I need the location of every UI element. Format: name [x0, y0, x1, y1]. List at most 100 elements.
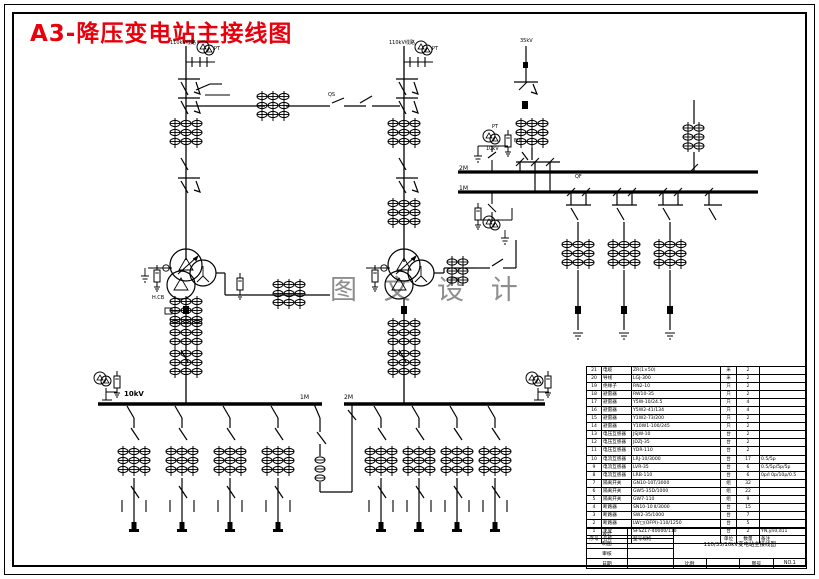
parts-cell-model: Y5W2-41/134: [631, 406, 721, 416]
parts-cell-no: 15: [586, 414, 602, 424]
parts-cell-qty: 2: [736, 446, 760, 456]
parts-cell-name: 电缆: [601, 365, 632, 376]
parts-cell-qty: 15: [736, 502, 760, 512]
sheet-label: 图号: [739, 558, 774, 569]
parts-cell-model: Y1W2-73/200: [631, 414, 721, 424]
parts-cell-name: 避雷器: [601, 414, 632, 424]
title-block-key: 设计: [586, 528, 628, 539]
parts-cell-unit: 台: [720, 454, 737, 464]
parts-cell-model: SW2-35/1000: [631, 510, 721, 520]
scale-value[interactable]: [705, 558, 741, 569]
parts-cell-name: 电压互感器: [601, 446, 632, 456]
svg-text:PT: PT: [214, 46, 221, 52]
parts-cell-qty: 6: [736, 462, 760, 472]
svg-text:QS: QS: [328, 92, 335, 98]
parts-cell-remark: [759, 502, 807, 512]
parts-cell-unit: 只: [720, 390, 737, 400]
parts-cell-model: LRB-110: [631, 470, 721, 480]
parts-cell-qty: 2: [736, 382, 760, 392]
parts-cell-unit: 台: [720, 438, 737, 448]
title-block-value[interactable]: [626, 558, 674, 569]
parts-cell-no: 18: [586, 390, 602, 400]
parts-cell-model: Y10W1-100/245: [631, 422, 721, 432]
parts-cell-model: RW10-35: [631, 390, 721, 400]
parts-cell-remark: [759, 382, 807, 392]
parts-cell-unit: 米: [720, 365, 737, 376]
parts-cell-remark: [759, 422, 807, 432]
parts-cell-unit: 台: [720, 462, 737, 472]
parts-cell-no: 8: [586, 470, 602, 480]
title-block-key: 日期: [586, 558, 628, 569]
parts-cell-no: 2: [586, 518, 602, 528]
parts-cell-unit: 组: [720, 486, 737, 496]
parts-cell-model: LGJ-300: [631, 374, 721, 384]
transformer-2: [366, 240, 517, 380]
parts-cell-unit: 米: [720, 374, 737, 384]
parts-cell-unit: 组: [720, 494, 737, 504]
parts-cell-unit: 台: [720, 502, 737, 512]
page-title: A3-降压变电站主接线图: [30, 21, 293, 47]
parts-cell-name: 隔离开关: [601, 494, 632, 504]
title-block-value[interactable]: [626, 538, 674, 549]
bay-10kv-feeders-left: [118, 405, 294, 532]
bay-35kv-vt-upper: PT FU 10kV: [474, 124, 521, 172]
parts-cell-qty: 5: [736, 518, 760, 528]
parts-cell-remark: [759, 365, 807, 376]
parts-cell-unit: 台: [720, 470, 737, 480]
title-block-key: 制图: [586, 538, 628, 549]
svg-text:1M: 1M: [300, 394, 309, 401]
parts-cell-no: 11: [586, 446, 602, 456]
parts-cell-model: LVR-35: [631, 462, 721, 472]
bay-110kv-line-2: 110kV线路 PT: [388, 39, 439, 262]
parts-cell-remark: [759, 398, 807, 408]
bay-35kv-vt-lower: [474, 192, 513, 245]
title-block-value[interactable]: [626, 528, 674, 539]
parts-cell-no: 17: [586, 398, 602, 408]
parts-cell-remark: [759, 390, 807, 400]
parts-cell-no: 10: [586, 454, 602, 464]
parts-cell-model: LRJ-10/3000: [631, 454, 721, 464]
parts-cell-model: RN2-10: [631, 382, 721, 392]
parts-cell-name: 导线: [601, 374, 632, 384]
title-block-value[interactable]: [626, 548, 674, 559]
parts-cell-remark: [759, 446, 807, 456]
parts-cell-unit: 组: [720, 478, 737, 488]
svg-text:35kV: 35kV: [520, 38, 533, 44]
parts-cell-model: Y5W-10/24.5: [631, 398, 721, 408]
parts-cell-unit: 只: [720, 382, 737, 392]
parts-cell-name: 电压互感器: [601, 438, 632, 448]
parts-cell-qty: 4: [736, 406, 760, 416]
svg-text:110kV线路: 110kV线路: [389, 39, 415, 46]
svg-text:PT: PT: [432, 46, 439, 52]
parts-cell-unit: 台: [720, 518, 737, 528]
parts-cell-qty: 2: [736, 414, 760, 424]
parts-cell-remark: [759, 414, 807, 424]
parts-cell-remark: [759, 486, 807, 496]
parts-cell-name: 绝缘子: [601, 382, 632, 392]
parts-cell-name: 电流互感器: [601, 462, 632, 472]
parts-cell-remark: 0p/l 0p/10p/0.5: [759, 470, 807, 480]
parts-cell-model: SN10-10 Ⅱ/3000: [631, 502, 721, 512]
parts-cell-name: 电流互感器: [601, 470, 632, 480]
sheet-value: NO.1: [772, 558, 808, 569]
parts-cell-no: 5: [586, 494, 602, 504]
parts-cell-name: 避雷器: [601, 406, 632, 416]
parts-cell-no: 20: [586, 374, 602, 384]
bus-110kv-tie: QS: [186, 83, 400, 121]
bay-110kv-line-1: 110kV线路 PT: [170, 39, 221, 326]
busbar-10kv-2m: 2M: [344, 370, 552, 406]
parts-cell-remark: [759, 478, 807, 488]
title-block-key: 审核: [586, 548, 628, 559]
parts-cell-unit: 台: [720, 430, 737, 440]
